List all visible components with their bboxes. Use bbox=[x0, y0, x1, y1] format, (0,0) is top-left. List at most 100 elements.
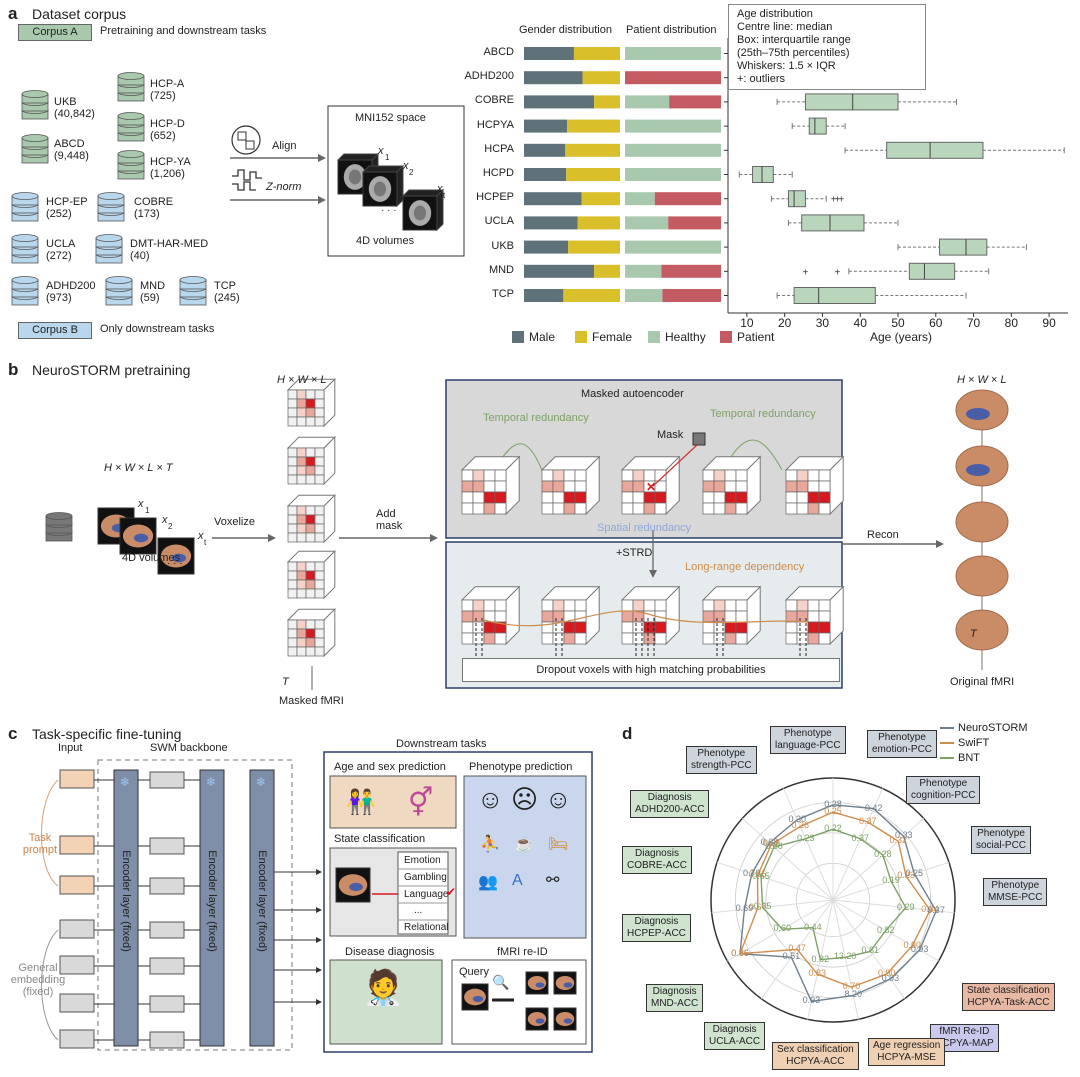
masked-cube bbox=[305, 637, 316, 648]
mni-volume-1 bbox=[336, 153, 380, 161]
arrow-head bbox=[316, 967, 322, 973]
age-box-line: Centre line: median bbox=[737, 21, 833, 33]
arrow-head bbox=[316, 907, 322, 913]
masked-cube bbox=[305, 465, 316, 476]
dataset-hcpya: HCP-YA(1,206) bbox=[150, 156, 191, 180]
db-icon-corpus-a bbox=[117, 112, 145, 120]
strd-cube bbox=[643, 599, 656, 612]
strd-cube bbox=[724, 599, 737, 612]
masked-cube bbox=[314, 619, 325, 630]
bar-patient bbox=[654, 192, 721, 206]
strd-cube bbox=[785, 610, 798, 623]
temporal-redundancy-left: Temporal redundancy bbox=[483, 412, 589, 424]
masked-cube bbox=[287, 389, 298, 400]
radar-value-label: 0.65 bbox=[748, 869, 767, 880]
group-icon: 👥 bbox=[478, 874, 498, 891]
bar-healthy bbox=[625, 192, 655, 206]
bar-male bbox=[524, 192, 582, 206]
box-iqr bbox=[787, 190, 806, 208]
legend-swatch bbox=[648, 331, 660, 343]
embedding-bracket bbox=[41, 929, 59, 1041]
masked-cube bbox=[296, 570, 307, 581]
radar-value-label: 0.19 bbox=[882, 875, 900, 886]
mae-cube bbox=[702, 469, 715, 482]
mni-x1-sub: 1 bbox=[385, 153, 390, 162]
strd-cube bbox=[483, 599, 496, 612]
masked-cube bbox=[296, 646, 307, 657]
radar-value-label: 0.67 bbox=[749, 901, 767, 912]
bar-healthy bbox=[625, 119, 721, 133]
strd-label: +STRD bbox=[616, 547, 653, 559]
masked-cube bbox=[305, 619, 316, 630]
arrow-head bbox=[318, 196, 326, 204]
original-fmri-label: Original fMRI bbox=[950, 676, 1015, 688]
long-range-label: Long-range dependency bbox=[685, 561, 805, 573]
masked-cube bbox=[305, 407, 316, 418]
db-icon-corpus-b bbox=[97, 192, 125, 200]
mae-cube bbox=[785, 469, 798, 482]
prompt-token bbox=[59, 769, 95, 789]
boxplot-tick-label: 90 bbox=[1042, 316, 1056, 330]
dataset-hcpa: HCP-A(725) bbox=[150, 78, 185, 102]
strd-cube bbox=[807, 599, 820, 612]
bar-healthy bbox=[625, 289, 663, 302]
strd-cube bbox=[483, 632, 496, 645]
bar-male bbox=[524, 47, 574, 60]
age-box-title: Age distribution bbox=[737, 8, 813, 20]
radar-value-label: 0.60 bbox=[773, 923, 792, 934]
boxplot-tick-label: 60 bbox=[929, 316, 943, 330]
masked-cube bbox=[314, 637, 325, 648]
panel-b-letter: b bbox=[8, 360, 19, 379]
recon-label: Recon bbox=[867, 529, 899, 541]
masked-cube bbox=[305, 561, 316, 572]
radar-value-label: 0.29 bbox=[897, 901, 915, 912]
strd-cube bbox=[574, 610, 587, 623]
mni-title: MNI152 space bbox=[355, 112, 426, 124]
disease-box bbox=[329, 959, 443, 1045]
mae-cube bbox=[472, 502, 485, 515]
radar-value-label: 0.25 bbox=[905, 867, 923, 878]
strd-cube bbox=[654, 621, 667, 634]
strd-cube bbox=[654, 599, 667, 612]
mae-cube bbox=[541, 480, 554, 493]
masked-cube bbox=[305, 389, 316, 400]
bar-female bbox=[563, 289, 620, 302]
masked-cube bbox=[305, 523, 316, 534]
masked-cube bbox=[314, 465, 325, 476]
masked-cube bbox=[287, 505, 298, 516]
radar-legend-bnt: BNT bbox=[958, 752, 980, 764]
original-brain bbox=[955, 609, 1009, 651]
temporal-redundancy-right: Temporal redundancy bbox=[710, 408, 816, 420]
radar-value-label: 13.20 bbox=[833, 951, 857, 962]
radar-value-label: 0.70 bbox=[743, 867, 761, 878]
embedding-token bbox=[59, 993, 95, 1013]
radar-value-label: 0.81 bbox=[861, 945, 880, 956]
radar-series-neurostorm bbox=[739, 804, 937, 1003]
strd-cube bbox=[632, 599, 645, 612]
strd-cube bbox=[807, 610, 820, 623]
bar-female bbox=[577, 216, 620, 230]
original-brain bbox=[955, 555, 1009, 597]
original-brain bbox=[955, 501, 1009, 543]
box-iqr bbox=[752, 166, 774, 183]
arrow-head bbox=[316, 999, 322, 1005]
corpus-b-desc: Only downstream tasks bbox=[100, 323, 215, 335]
row-label: COBRE bbox=[474, 94, 514, 107]
hidden-token bbox=[149, 957, 185, 975]
mae-cube bbox=[563, 480, 576, 493]
strd-cube bbox=[483, 621, 496, 634]
masked-cube bbox=[296, 474, 307, 485]
masked-cube bbox=[305, 447, 316, 458]
legend-swatch bbox=[720, 331, 732, 343]
radar-spoke bbox=[711, 899, 834, 914]
input-label: Input bbox=[58, 742, 83, 754]
dataset-ucla: UCLA(272) bbox=[46, 238, 76, 262]
mae-cube bbox=[724, 502, 737, 515]
gallery-brain bbox=[527, 1011, 547, 1027]
dataset-tcp: TCP(245) bbox=[214, 280, 240, 304]
strd-cube bbox=[807, 621, 820, 634]
radar-series-swift bbox=[738, 811, 931, 988]
gallery-brain bbox=[527, 975, 547, 991]
mae-cube bbox=[541, 469, 554, 482]
